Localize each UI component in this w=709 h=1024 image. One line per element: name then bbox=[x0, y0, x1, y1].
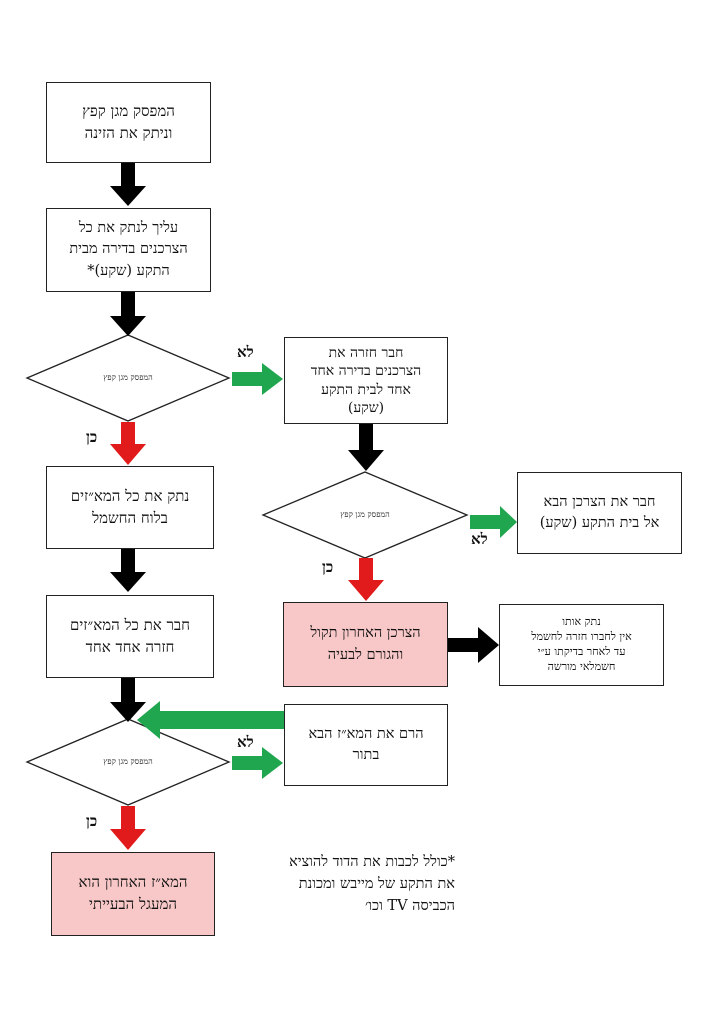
box-disconnect-breakers-text: נתק את כל המא״זים בלוח החשמל bbox=[70, 486, 190, 527]
box-last-breaker-text: המא״ז האחרון הוא המעגל הבעייתי bbox=[78, 873, 188, 913]
box-reconnect-one-by-one: חבר חזרה את הצרכנים בדירה אחד אחד לבית ה… bbox=[284, 337, 448, 424]
box-connect-next-text: חבר את הצרכן הבא אל בית התקע (שקע) bbox=[539, 493, 660, 531]
box-reconnect-breakers: חבר את כל המא״זים חזרה אחד אחד bbox=[46, 595, 214, 678]
box-last-faulty-text: הצרכן האחרון תקול והגורם לבעיה bbox=[310, 625, 421, 663]
box-start: המפסק מגן קפץ וניתק את הזינה bbox=[46, 82, 211, 163]
box-reconnect-one-by-one-text: חבר חזרה את הצרכנים בדירה אחד אחד לבית ה… bbox=[310, 345, 422, 416]
arrow-no-2 bbox=[470, 506, 517, 538]
decision-2-diamond bbox=[261, 471, 469, 559]
yes-label-1: כן bbox=[86, 428, 98, 446]
arrow-yes-2 bbox=[348, 558, 384, 601]
footnote: *כולל לכבות את הדוד להוציא את התקע של מי… bbox=[289, 854, 455, 914]
box-last-breaker: המא״ז האחרון הוא המעגל הבעייתי bbox=[51, 852, 215, 936]
arrow-loop-back bbox=[137, 701, 284, 739]
box-disconnect-it-text: נתק אותו אין לחברו חזרה לחשמל עד לאחר בד… bbox=[531, 615, 632, 673]
box-connect-next: חבר את הצרכן הבא אל בית התקע (שקע) bbox=[517, 472, 682, 554]
arrow-reconnect-to-decision2 bbox=[348, 424, 384, 471]
box-disconnect-it: נתק אותו אין לחברו חזרה לחשמל עד לאחר בד… bbox=[499, 604, 664, 686]
no-label-1: לא bbox=[237, 343, 254, 361]
yes-label-2: כן bbox=[322, 558, 334, 576]
box-last-faulty: הצרכן האחרון תקול והגורם לבעיה bbox=[283, 602, 448, 687]
arrow-reconnect-breakers-to-decision3 bbox=[110, 678, 146, 722]
arrow-yes-1 bbox=[110, 422, 146, 465]
yes-label-3: כן bbox=[86, 812, 98, 830]
decision-1-diamond bbox=[25, 334, 231, 422]
arrow-no-3 bbox=[232, 747, 283, 779]
arrow-faulty-to-disconnect bbox=[448, 627, 499, 663]
box-reconnect-breakers-text: חבר את כל המא״זים חזרה אחד אחד bbox=[70, 615, 190, 656]
arrow-no-1 bbox=[232, 363, 283, 395]
decision-1-label: המפסק מגן קפץ bbox=[103, 373, 153, 382]
decision-2-label: המפסק מגן קפץ bbox=[340, 510, 390, 519]
box-raise-next-breaker-text: הרם את המא״ז הבא בתור bbox=[308, 725, 424, 763]
arrow-start-to-disconnect bbox=[110, 163, 146, 206]
no-label-3: לא bbox=[237, 733, 254, 751]
box-disconnect-all-text: עליך לנתק את כל הצרכנים בדירה מבית התקע … bbox=[69, 220, 188, 279]
box-raise-next-breaker: הרם את המא״ז הבא בתור bbox=[284, 704, 448, 786]
arrow-yes-3 bbox=[110, 806, 146, 850]
box-disconnect-all: עליך לנתק את כל הצרכנים בדירה מבית התקע … bbox=[46, 208, 211, 292]
decision-3-diamond bbox=[25, 718, 231, 806]
box-start-text: המפסק מגן קפץ וניתק את הזינה bbox=[82, 101, 175, 142]
decision-3-label: המפסק מגן קפץ bbox=[103, 757, 153, 766]
box-disconnect-breakers: נתק את כל המא״זים בלוח החשמל bbox=[46, 466, 214, 549]
no-label-2: לא bbox=[471, 530, 488, 548]
arrow-disconnect-to-decision1 bbox=[110, 292, 146, 336]
arrow-breakers-down bbox=[110, 549, 146, 592]
